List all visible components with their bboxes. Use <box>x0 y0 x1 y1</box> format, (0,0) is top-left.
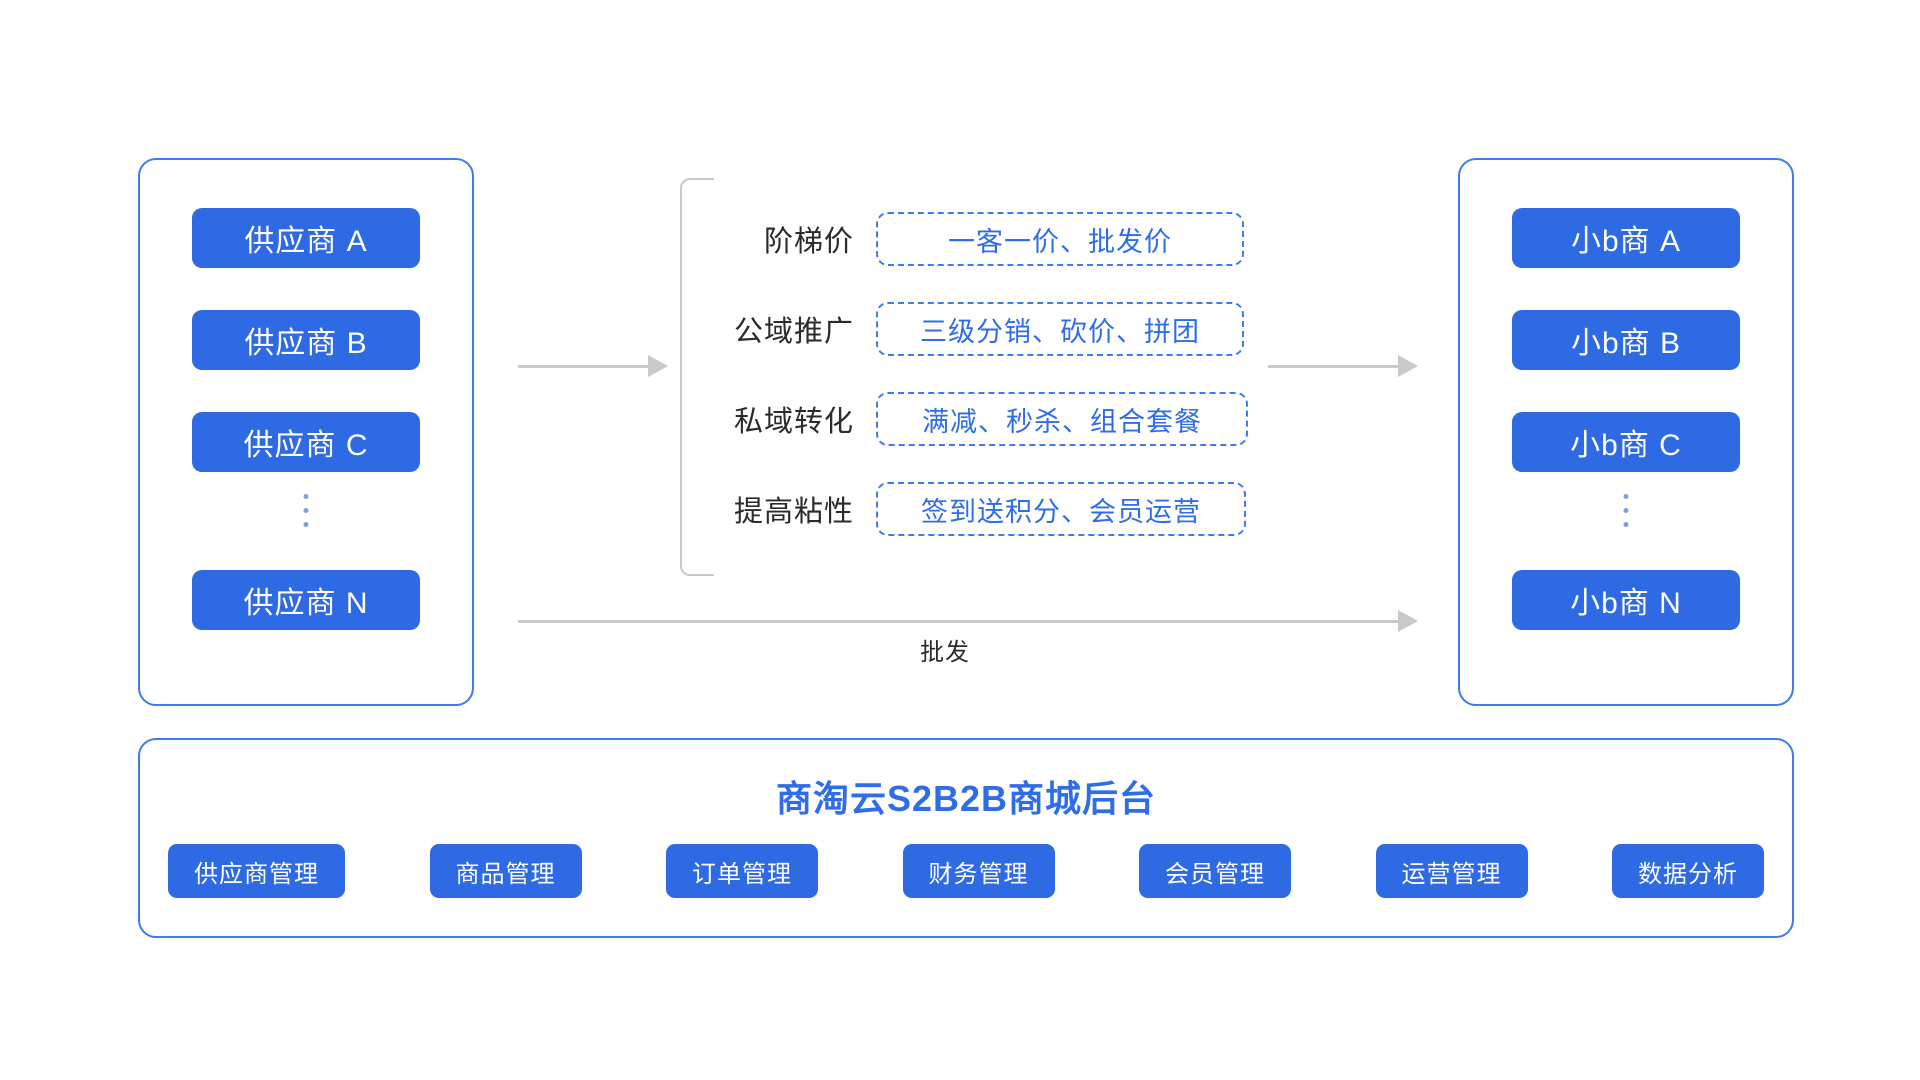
platform-module-supplier-management[interactable]: 供应商管理 <box>168 844 345 898</box>
buyer-label-b: 小b商 B <box>1570 327 1682 360</box>
feature-row-2: 公域推广 三级分销、砍价、拼团 <box>706 302 1244 356</box>
supplier-box-b[interactable]: 供应商 B <box>192 310 420 370</box>
feature-label-3: 私域转化 <box>733 406 854 438</box>
features-bracket <box>680 178 714 576</box>
supplier-label-a: 供应商 A <box>244 225 368 258</box>
buyer-label-c: 小b商 C <box>1570 429 1682 462</box>
platform-panel: 商淘云S2B2B商城后台 供应商管理 商品管理 订单管理 财务管理 会员管理 运… <box>138 738 1794 938</box>
platform-title: 商淘云S2B2B商城后台 <box>775 778 1157 819</box>
arrow-wholesale-direct <box>518 610 1418 632</box>
buyer-box-a[interactable]: 小b商 A <box>1512 208 1740 268</box>
arrow-head-icon <box>648 355 668 377</box>
platform-module-product-management[interactable]: 商品管理 <box>429 844 582 898</box>
feature-label-2: 公域推广 <box>733 316 854 348</box>
feature-row-1: 阶梯价 一客一价、批发价 <box>706 212 1244 266</box>
buyer-label-a: 小b商 A <box>1570 225 1682 258</box>
buyer-box-n[interactable]: 小b商 N <box>1512 570 1740 630</box>
buyer-box-b[interactable]: 小b商 B <box>1512 310 1740 370</box>
feature-row-4: 提高粘性 签到送积分、会员运营 <box>706 482 1246 536</box>
feature-value-1[interactable]: 一客一价、批发价 <box>876 212 1244 266</box>
buyer-label-n: 小b商 N <box>1570 587 1682 620</box>
arrow-wholesale-label: 批发 <box>920 639 970 666</box>
feature-row-3: 私域转化 满减、秒杀、组合套餐 <box>706 392 1248 446</box>
buyer-box-c[interactable]: 小b商 C <box>1512 412 1740 472</box>
platform-module-data-analysis[interactable]: 数据分析 <box>1612 844 1764 898</box>
platform-module-order-management[interactable]: 订单管理 <box>666 844 818 898</box>
arrow-head-icon <box>1398 610 1418 632</box>
feature-value-4[interactable]: 签到送积分、会员运营 <box>876 482 1246 536</box>
supplier-box-c[interactable]: 供应商 C <box>192 412 420 472</box>
arrow-head-icon <box>1398 355 1418 377</box>
feature-value-3[interactable]: 满减、秒杀、组合套餐 <box>876 392 1248 446</box>
feature-label-1: 阶梯价 <box>763 226 854 258</box>
supplier-box-a[interactable]: 供应商 A <box>192 208 420 268</box>
platform-module-operation-management[interactable]: 运营管理 <box>1375 844 1528 898</box>
supplier-box-n[interactable]: 供应商 N <box>192 570 420 630</box>
platform-module-finance-management[interactable]: 财务管理 <box>902 844 1055 898</box>
supplier-label-c: 供应商 C <box>243 429 369 462</box>
feature-label-4: 提高粘性 <box>733 496 854 528</box>
arrow-suppliers-to-features <box>518 355 668 377</box>
suppliers-ellipsis-icon <box>303 494 309 527</box>
supplier-label-b: 供应商 B <box>244 327 368 360</box>
feature-value-2[interactable]: 三级分销、砍价、拼团 <box>876 302 1244 356</box>
buyers-ellipsis-icon <box>1623 494 1629 527</box>
arrow-features-to-buyers <box>1268 355 1418 377</box>
platform-module-member-management[interactable]: 会员管理 <box>1139 844 1291 898</box>
suppliers-panel: 供应商 A 供应商 B 供应商 C 供应商 N <box>138 158 474 706</box>
supplier-label-n: 供应商 N <box>243 587 369 620</box>
buyers-panel: 小b商 A 小b商 B 小b商 C 小b商 N <box>1458 158 1794 706</box>
platform-module-list: 供应商管理 商品管理 订单管理 财务管理 会员管理 运营管理 数据分析 <box>168 844 1764 898</box>
